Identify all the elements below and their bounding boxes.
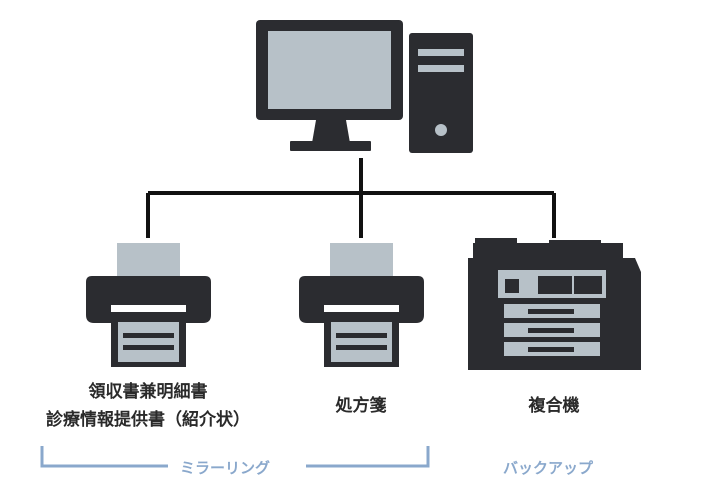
backup-label: バックアップ [503, 459, 594, 477]
mfp-label: 複合機 [528, 396, 580, 416]
printer1-label: 領収書兼明細書 診療情報提供書（紹介状） [28, 378, 268, 434]
mirroring-bracket [40, 446, 430, 468]
printer-icon [86, 243, 211, 367]
desktop-computer-icon [256, 20, 473, 153]
mirroring-label: ミラーリング [180, 459, 271, 477]
multifunction-printer-icon [468, 238, 641, 370]
printer-icon [299, 243, 424, 367]
printer1-label-line1: 領収書兼明細書 [88, 382, 208, 402]
connection-lines [146, 158, 556, 238]
printer1-label-line2: 診療情報提供書（紹介状） [46, 410, 250, 430]
printer2-label: 処方箋 [335, 396, 387, 416]
